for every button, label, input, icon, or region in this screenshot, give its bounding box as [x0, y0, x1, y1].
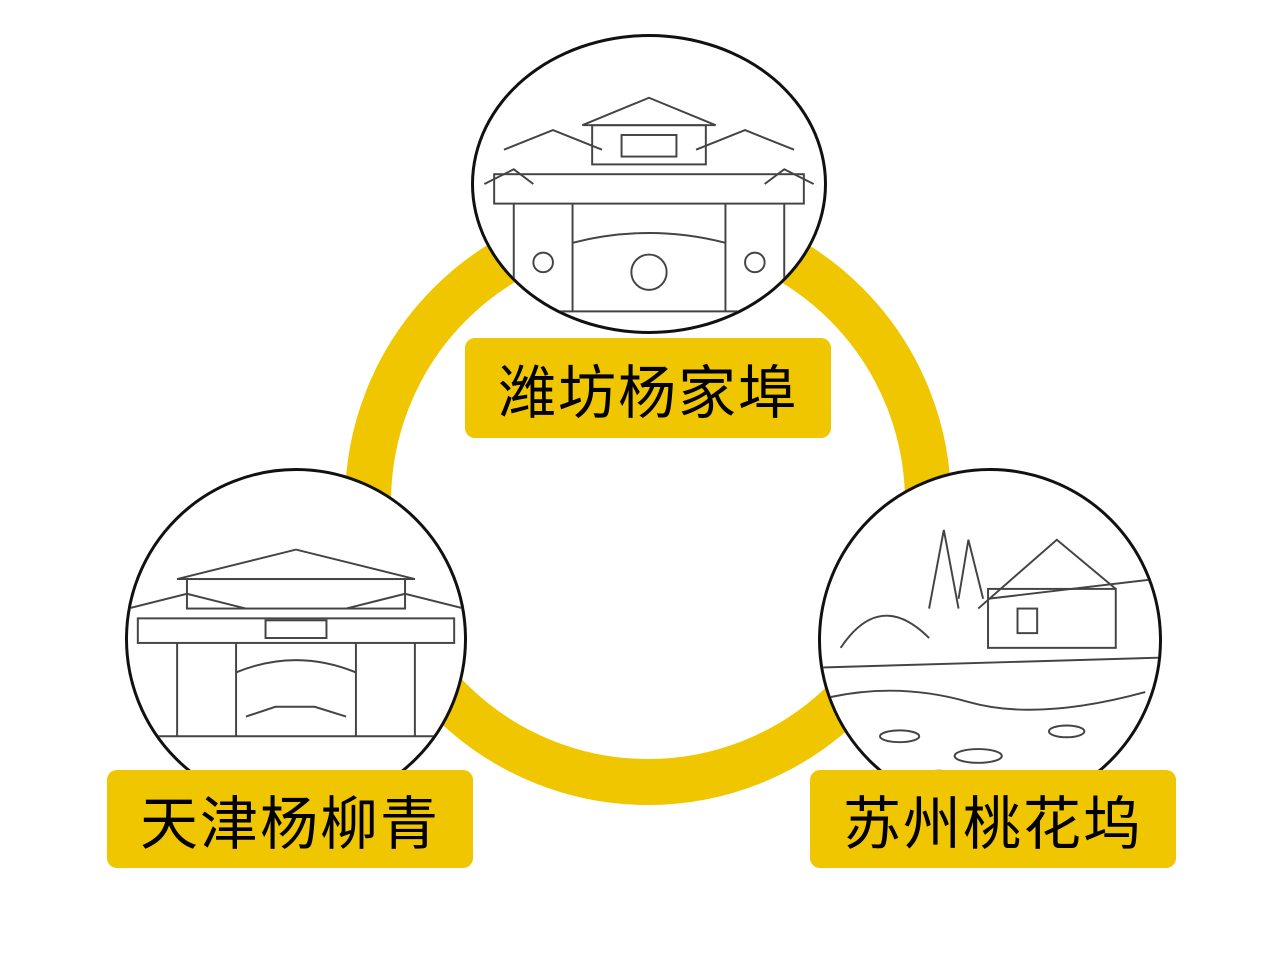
label-suzhou-taohuawu: 苏州桃花坞: [810, 770, 1176, 868]
image-suzhou-taohuawu: [818, 468, 1162, 812]
image-weifang-yangjiabu: [471, 34, 827, 334]
label-tianjin-yangliuqing: 天津杨柳青: [107, 770, 473, 868]
label-weifang-yangjiabu: 潍坊杨家埠: [465, 338, 831, 438]
paifang-gate-sketch-icon: [474, 96, 824, 313]
paifang-gate-street-sketch-icon: [128, 548, 464, 738]
image-tianjin-yangliuqing: [125, 468, 467, 810]
canal-houses-sketch-icon: [821, 529, 1159, 782]
